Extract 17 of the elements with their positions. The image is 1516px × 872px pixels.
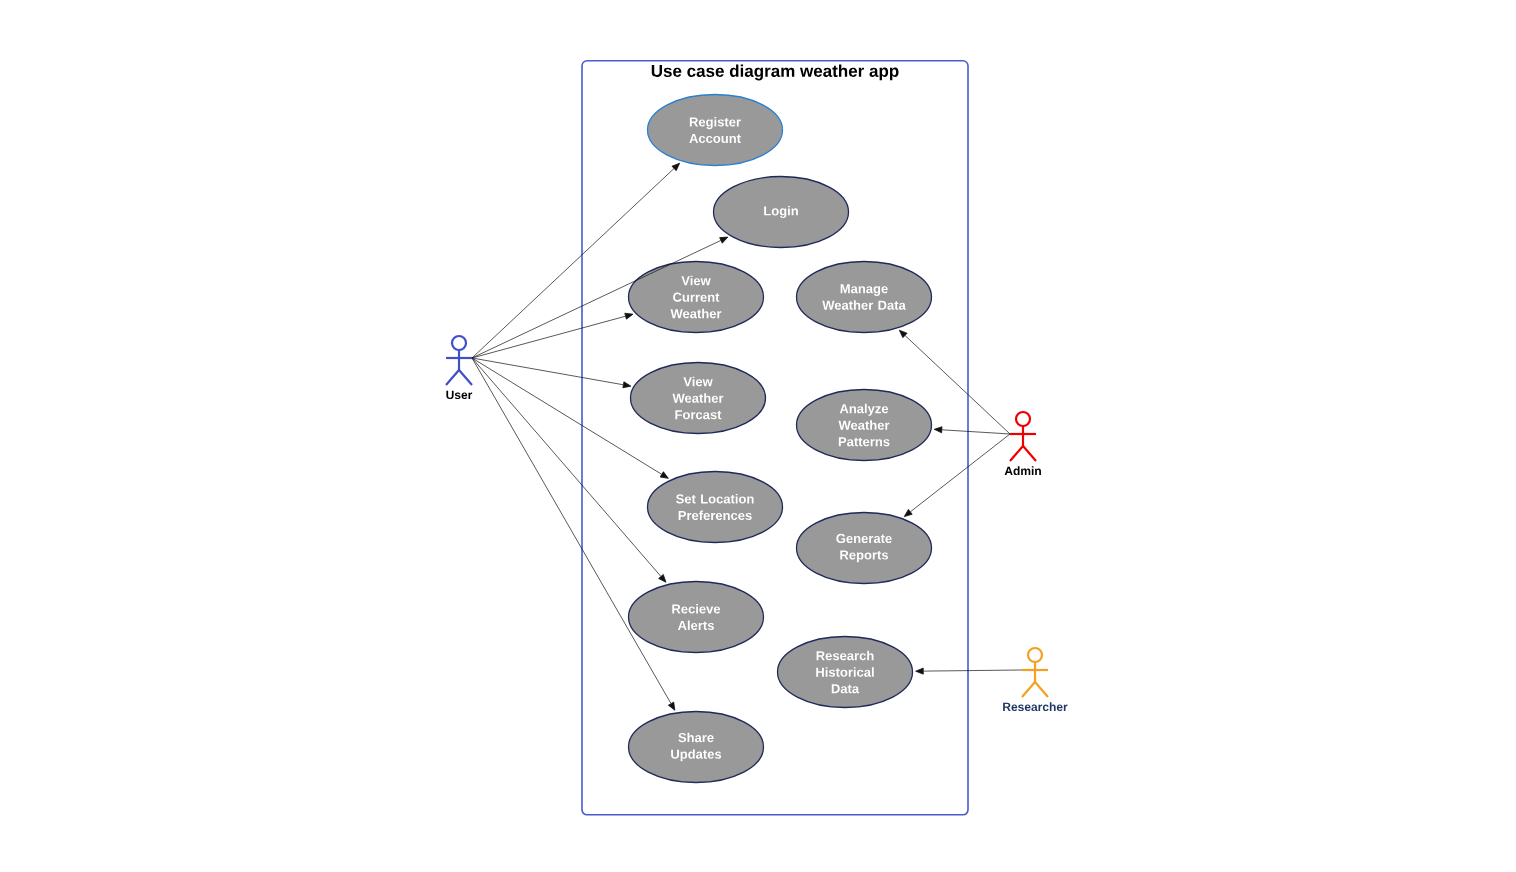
node-label: Admin xyxy=(1004,466,1041,476)
arrow xyxy=(899,329,1011,435)
arrow xyxy=(471,357,676,711)
arrow xyxy=(471,357,669,479)
actor: User xyxy=(445,334,473,400)
actor: Admin xyxy=(1004,410,1041,476)
arrow xyxy=(471,162,680,359)
arrow xyxy=(903,433,1011,517)
node-label: Researcher xyxy=(1003,702,1068,712)
arrow xyxy=(471,357,632,389)
arrow xyxy=(471,236,729,359)
arrow xyxy=(471,357,667,583)
arrow xyxy=(471,312,634,359)
arrow xyxy=(933,426,1011,435)
node-label: User xyxy=(446,390,473,400)
arrow xyxy=(915,667,1023,675)
actor: Researcher xyxy=(1003,646,1068,712)
